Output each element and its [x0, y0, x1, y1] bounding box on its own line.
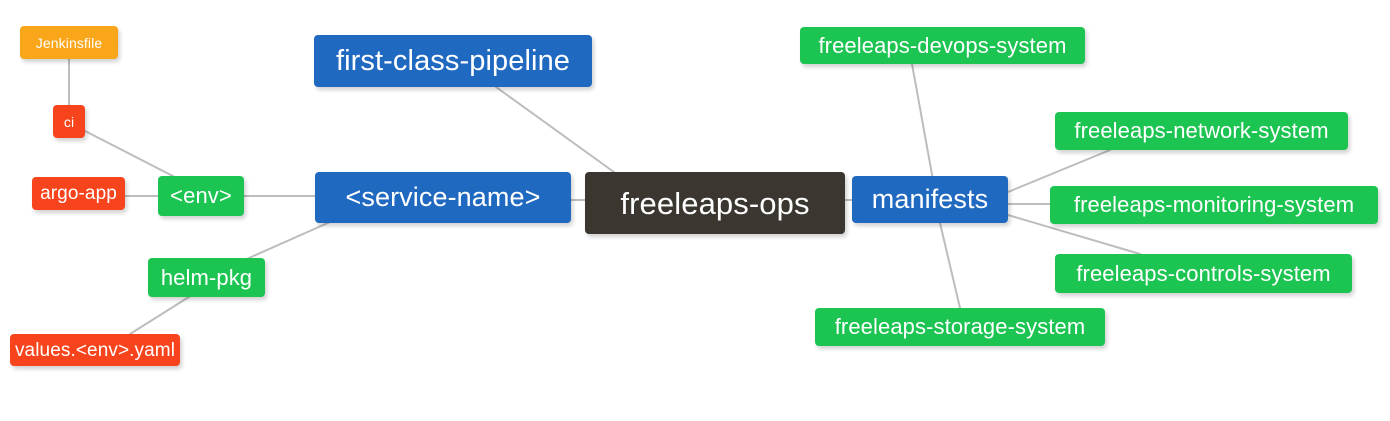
- node-network-system[interactable]: freeleaps-network-system: [1055, 112, 1348, 150]
- node-freeleaps-ops[interactable]: freeleaps-ops: [585, 172, 845, 234]
- node-monitoring-system[interactable]: freeleaps-monitoring-system: [1050, 186, 1378, 224]
- node-label-freeleaps-ops: freeleaps-ops: [620, 185, 810, 221]
- node-helm-pkg[interactable]: helm-pkg: [148, 258, 265, 297]
- node-label-monitoring-system: freeleaps-monitoring-system: [1073, 192, 1355, 217]
- edge-manifests-to-controls-system: [1007, 214, 1141, 255]
- node-label-network-system: freeleaps-network-system: [1074, 118, 1329, 143]
- node-storage-system[interactable]: freeleaps-storage-system: [815, 308, 1105, 346]
- node-label-controls-system: freeleaps-controls-system: [1076, 260, 1331, 286]
- node-label-helm-pkg: helm-pkg: [160, 264, 253, 290]
- node-argo-app[interactable]: argo-app: [32, 177, 125, 210]
- node-label-first-class-pipeline: first-class-pipeline: [335, 44, 571, 77]
- node-label-ci: ci: [63, 113, 75, 130]
- node-values-env-yaml[interactable]: values.<env>.yaml: [10, 334, 180, 366]
- node-label-devops-system: freeleaps-devops-system: [818, 32, 1067, 58]
- node-label-jenkinsfile: Jenkinsfile: [35, 34, 103, 51]
- node-jenkinsfile[interactable]: Jenkinsfile: [20, 26, 118, 59]
- edge-values-env-yaml-to-helm-pkg: [129, 289, 201, 335]
- node-devops-system[interactable]: freeleaps-devops-system: [800, 27, 1085, 64]
- node-ci[interactable]: ci: [53, 105, 85, 138]
- node-manifests[interactable]: manifests: [852, 176, 1008, 223]
- node-label-env: <env>: [170, 183, 232, 208]
- node-label-manifests: manifests: [871, 184, 989, 214]
- node-first-class-pipeline[interactable]: first-class-pipeline: [314, 35, 592, 87]
- node-env[interactable]: <env>: [158, 176, 244, 216]
- node-label-values-env-yaml: values.<env>.yaml: [14, 339, 176, 361]
- edge-manifests-to-network-system: [1007, 149, 1111, 193]
- edge-manifests-to-storage-system: [939, 222, 961, 309]
- node-service-name[interactable]: <service-name>: [315, 172, 571, 223]
- node-label-storage-system: freeleaps-storage-system: [834, 314, 1086, 339]
- edge-manifests-to-devops-system: [911, 63, 934, 181]
- edge-first-class-pipeline-to-freeleaps-ops: [495, 86, 626, 181]
- node-label-service-name: <service-name>: [345, 182, 541, 212]
- node-label-argo-app: argo-app: [40, 183, 117, 204]
- node-controls-system[interactable]: freeleaps-controls-system: [1055, 254, 1352, 293]
